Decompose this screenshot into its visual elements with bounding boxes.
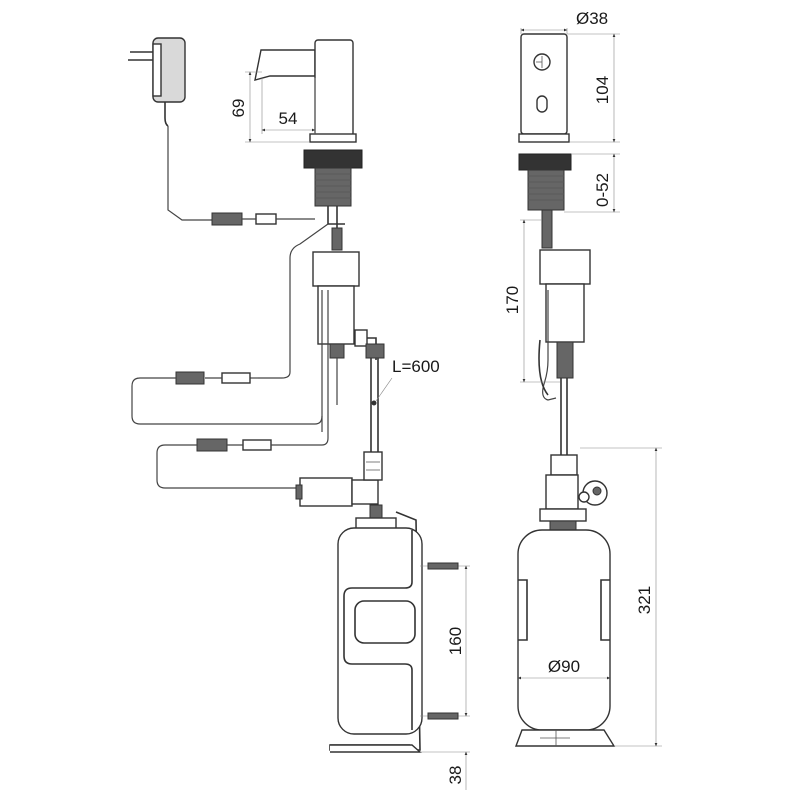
dim-spout-reach: 54 [261, 78, 316, 134]
head-diameter-label: Ø38 [576, 9, 608, 28]
supply-tube: L=600 [370, 357, 440, 455]
tube-length-label: L=600 [392, 357, 440, 376]
faucet-front [518, 33, 572, 249]
bottle-front [514, 529, 616, 747]
total-height-label: 321 [635, 586, 654, 614]
connector-row-1 [131, 371, 323, 425]
pump-front [539, 454, 608, 532]
spout-height-label: 69 [229, 99, 248, 118]
bracket-spacing-label: 160 [446, 627, 465, 655]
control-box-side [312, 251, 385, 432]
wall-brackets: 160 [420, 562, 470, 720]
dim-bottle-diameter: Ø90 [517, 657, 611, 680]
dim-spout-height: 69 [229, 71, 310, 143]
dim-deck-thickness: 0-52 [564, 153, 620, 213]
dim-sensor-length: 170 [503, 219, 560, 383]
spout-reach-label: 54 [279, 109, 298, 128]
connector-row-2 [156, 360, 329, 489]
power-adapter [128, 37, 315, 226]
sensor-front [538, 249, 591, 455]
bottle-diameter-label: Ø90 [548, 657, 580, 676]
dim-total-height: 321 [580, 447, 662, 747]
side-view: 69 54 [128, 37, 470, 790]
sensor-length-label: 170 [503, 286, 522, 314]
head-height-label: 104 [593, 76, 612, 104]
front-view: Ø38 104 0-52 170 [503, 9, 662, 747]
deck-thickness-label: 0-52 [593, 173, 612, 207]
dim-head-diameter: Ø38 [520, 9, 608, 34]
dim-head-height: 104 [567, 33, 620, 143]
dim-bottom-clearance: 38 [420, 751, 470, 790]
faucet-side [254, 39, 363, 225]
pump-side [295, 451, 397, 531]
bottle-side [329, 511, 423, 753]
bottom-clearance-label: 38 [446, 766, 465, 785]
